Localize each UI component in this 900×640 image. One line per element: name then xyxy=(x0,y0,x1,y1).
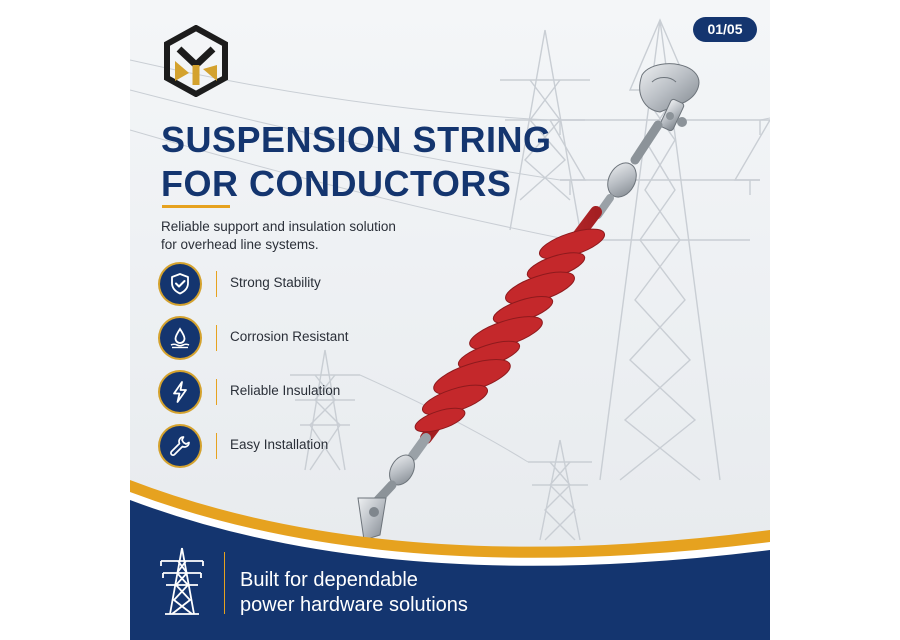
feature-label: Reliable Insulation xyxy=(230,383,341,398)
feature-icon-badge xyxy=(160,426,200,466)
title-underline xyxy=(162,205,230,208)
top-suspension-clamp xyxy=(639,63,700,132)
feature-icon-badge xyxy=(160,372,200,412)
lower-end-fittings xyxy=(357,433,431,541)
product-card: 01/05 SUSPENSION STRING FOR CONDUCTORS R… xyxy=(130,0,770,640)
footer-wave-background xyxy=(130,480,770,640)
transmission-tower-icon xyxy=(160,547,204,615)
feature-separator xyxy=(216,433,217,459)
footer-tagline-line-2: power hardware solutions xyxy=(240,594,468,616)
shield-check-icon xyxy=(171,273,189,295)
wrench-icon xyxy=(170,436,190,456)
feature-separator xyxy=(216,379,217,405)
subtitle-line-1: Reliable support and insulation solution xyxy=(161,219,396,234)
feature-label: Strong Stability xyxy=(230,275,321,290)
feature-label: Easy Installation xyxy=(230,437,329,452)
subtitle-line-2: for overhead line systems. xyxy=(161,237,319,252)
water-drop-icon xyxy=(170,327,190,349)
feature-item: Strong Stability xyxy=(160,264,380,304)
feature-separator xyxy=(216,271,217,297)
brand-logo-icon xyxy=(164,25,228,97)
feature-item: Reliable Insulation xyxy=(160,372,380,412)
page-indicator-badge: 01/05 xyxy=(693,17,757,42)
upper-link-fittings xyxy=(594,120,663,219)
footer-tagline: Built for dependable power hardware solu… xyxy=(240,568,570,618)
lightning-bolt-icon xyxy=(173,381,187,403)
feature-icon-badge xyxy=(160,264,200,304)
title-line-2: FOR CONDUCTORS xyxy=(161,163,512,204)
page-title: SUSPENSION STRING FOR CONDUCTORS xyxy=(161,118,591,206)
suspension-string-product-image xyxy=(357,63,700,541)
footer-band xyxy=(130,470,770,640)
feature-icon-badge xyxy=(160,318,200,358)
insulator-sheds xyxy=(414,228,606,433)
subtitle: Reliable support and insulation solution… xyxy=(161,218,411,254)
feature-item: Easy Installation xyxy=(160,426,380,466)
feature-separator xyxy=(216,325,217,351)
title-line-1: SUSPENSION STRING xyxy=(161,119,552,160)
feature-label: Corrosion Resistant xyxy=(230,329,349,344)
footer-separator xyxy=(224,552,225,614)
footer-tagline-line-1: Built for dependable xyxy=(240,569,418,591)
feature-item: Corrosion Resistant xyxy=(160,318,380,358)
